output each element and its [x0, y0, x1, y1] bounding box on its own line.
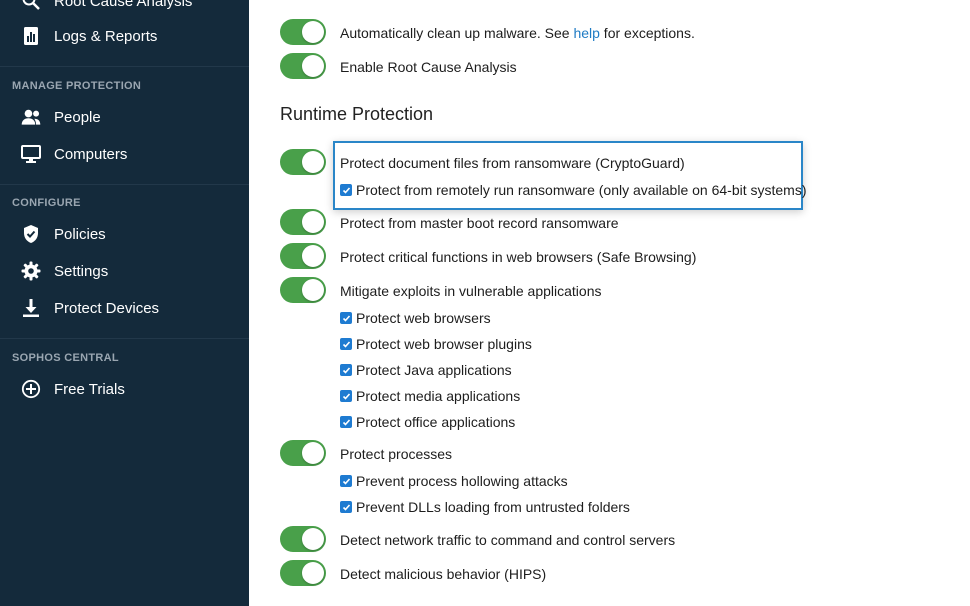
checkbox[interactable] [340, 475, 352, 487]
sidebar-item-label: Policies [54, 225, 106, 243]
divider [0, 66, 249, 67]
sidebar-item-label: Protect Devices [54, 299, 160, 317]
toggle-knob [302, 21, 324, 43]
checkbox[interactable] [340, 390, 352, 402]
gear-icon [20, 260, 42, 282]
sidebar-item-free-trials[interactable]: Free Trials [0, 372, 249, 406]
option-label: Prevent DLLs loading from untrusted fold… [356, 499, 630, 515]
sidebar-item-computers[interactable]: Computers [0, 137, 249, 171]
setting-label: Protect from master boot record ransomwa… [340, 215, 619, 231]
setting-label: Automatically clean up malware. See help… [340, 20, 695, 46]
checkbox[interactable] [340, 312, 352, 324]
toggle-mbr-ransomware[interactable] [280, 209, 326, 235]
checkbox[interactable] [340, 364, 352, 376]
setting-label: Mitigate exploits in vulnerable applicat… [340, 283, 602, 299]
plus-circle-icon [20, 378, 42, 400]
download-icon [20, 297, 42, 319]
toggle-clean-up-malware[interactable] [280, 19, 326, 45]
toggle-cryptoguard[interactable] [280, 149, 326, 175]
option-process-hollowing: Prevent process hollowing attacks [340, 471, 568, 491]
reports-icon [20, 25, 42, 47]
help-link[interactable]: help [573, 25, 600, 41]
setting-label: Detect malicious behavior (HIPS) [340, 566, 547, 582]
sidebar-item-label: Logs & Reports [54, 27, 158, 45]
people-icon [20, 106, 42, 128]
setting-label: Protect critical functions in web browse… [340, 249, 697, 265]
computer-icon [20, 143, 42, 165]
toggle-knob [302, 528, 324, 550]
toggle-safe-browsing[interactable] [280, 243, 326, 269]
sidebar: Root Cause Analysis Logs & Reports MANAG… [0, 0, 249, 606]
setting-label-text: for exceptions. [599, 25, 695, 41]
sidebar-item-label: Computers [54, 145, 128, 163]
setting-label: Detect network traffic to command and co… [340, 532, 676, 548]
toggle-network-traffic[interactable] [280, 526, 326, 552]
sidebar-item-settings[interactable]: Settings [0, 254, 249, 288]
option-protect-office: Protect office applications [340, 412, 515, 432]
sidebar-item-label: Settings [54, 262, 109, 280]
option-label: Prevent process hollowing attacks [356, 473, 568, 489]
sidebar-item-protect-devices[interactable]: Protect Devices [0, 291, 249, 325]
option-protect-browser-plugins: Protect web browser plugins [340, 334, 532, 354]
main-content: Automatically clean up malware. See help… [249, 0, 970, 606]
sidebar-item-label: Root Cause Analysis [54, 0, 193, 10]
checkbox[interactable] [340, 338, 352, 350]
setting-label: Protect processes [340, 446, 453, 462]
sidebar-item-root-cause-analysis[interactable]: Root Cause Analysis [0, 0, 249, 18]
toggle-knob [302, 55, 324, 77]
setting-label-text: Automatically clean up malware. See [340, 25, 574, 41]
option-label: Protect media applications [356, 388, 521, 404]
toggle-knob [302, 151, 324, 173]
option-label: Protect Java applications [356, 362, 512, 378]
section-header-manage-protection: MANAGE PROTECTION [12, 80, 142, 92]
toggle-root-cause-analysis[interactable] [280, 53, 326, 79]
toggle-knob [302, 562, 324, 584]
section-header-configure: CONFIGURE [12, 197, 81, 209]
option-protect-java: Protect Java applications [340, 360, 512, 380]
toggle-knob [302, 245, 324, 267]
sidebar-item-label: People [54, 108, 101, 126]
option-protect-web-browsers: Protect web browsers [340, 308, 491, 328]
divider [0, 184, 249, 185]
toggle-protect-processes[interactable] [280, 440, 326, 466]
toggle-hips[interactable] [280, 560, 326, 586]
option-label: Protect web browsers [356, 310, 491, 326]
divider [0, 338, 249, 339]
shield-icon [20, 223, 42, 245]
option-dll-loading: Prevent DLLs loading from untrusted fold… [340, 497, 630, 517]
toggle-knob [302, 442, 324, 464]
setting-label: Protect document files from ransomware (… [340, 155, 685, 171]
section-heading-runtime-protection: Runtime Protection [280, 104, 434, 124]
section-header-sophos-central: SOPHOS CENTRAL [12, 352, 119, 364]
highlight-box [333, 141, 803, 210]
toggle-knob [302, 211, 324, 233]
option-label: Protect web browser plugins [356, 336, 532, 352]
setting-label: Enable Root Cause Analysis [340, 59, 517, 75]
checkbox[interactable] [340, 184, 352, 196]
sidebar-item-label: Free Trials [54, 380, 125, 398]
checkbox[interactable] [340, 416, 352, 428]
toggle-mitigate-exploits[interactable] [280, 277, 326, 303]
sidebar-item-people[interactable]: People [0, 100, 249, 134]
toggle-knob [302, 279, 324, 301]
option-label: Protect office applications [356, 414, 516, 430]
search-icon [20, 0, 42, 12]
sidebar-item-policies[interactable]: Policies [0, 217, 249, 251]
checkbox[interactable] [340, 501, 352, 513]
sidebar-item-logs-reports[interactable]: Logs & Reports [0, 19, 249, 53]
option-protect-media: Protect media applications [340, 386, 520, 406]
option-label: Protect from remotely run ransomware (on… [356, 182, 807, 198]
option-remote-ransomware: Protect from remotely run ransomware (on… [340, 180, 807, 200]
